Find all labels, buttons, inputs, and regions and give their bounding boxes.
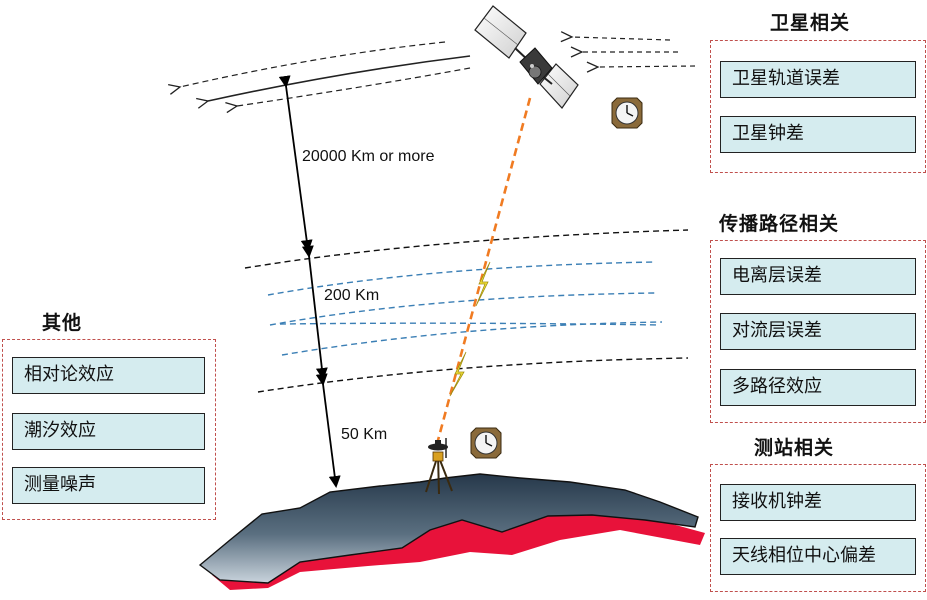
station-error-group: 接收机钟差 天线相位中心偏差	[710, 464, 926, 592]
ionosphere-line-4	[281, 321, 663, 356]
station-error-item: 接收机钟差	[720, 484, 916, 521]
ionosphere-line-3	[279, 322, 661, 326]
propagation-group-title: 传播路径相关	[719, 213, 840, 235]
satellite-error-group: 卫星轨道误差 卫星钟差	[710, 40, 926, 173]
other-error-item: 相对论效应	[12, 357, 205, 394]
other-error-item: 测量噪声	[12, 467, 205, 504]
orbit-arcs	[168, 41, 471, 114]
troposphere-boundary	[257, 357, 689, 393]
receiver-icon	[425, 438, 453, 495]
propagation-error-group: 电离层误差 对流层误差 多路径效应	[710, 240, 926, 423]
propagation-error-item: 对流层误差	[720, 313, 916, 350]
orbit-arc-upper	[168, 41, 446, 95]
terrain	[198, 473, 705, 590]
lightning-icon	[449, 351, 467, 397]
satellite-error-item: 卫星钟差	[720, 116, 916, 153]
propagation-error-item: 电离层误差	[720, 258, 916, 295]
other-error-item: 潮汐效应	[12, 413, 205, 450]
satellite-icon	[474, 5, 579, 109]
incoming-arrows	[560, 31, 696, 73]
satellite-group-title: 卫星相关	[770, 12, 851, 34]
orbit-distance-label: 20000 Km or more	[302, 148, 435, 165]
ionosphere-distance-arrow	[301, 245, 328, 380]
orbit-arc-lower	[225, 67, 471, 114]
station-error-item: 天线相位中心偏差	[720, 538, 916, 575]
signal-path	[435, 97, 532, 445]
clock-icon	[611, 97, 643, 129]
station-group-title: 测站相关	[754, 437, 835, 459]
atmosphere-layers	[244, 229, 689, 393]
propagation-error-item: 多路径效应	[720, 369, 916, 406]
ionosphere-distance-label: 200 Km	[324, 287, 380, 304]
ionosphere-top-boundary	[244, 229, 689, 269]
troposphere-distance-label: 50 Km	[341, 426, 388, 443]
orbit-arc-main	[196, 55, 471, 109]
terrain-surface	[198, 473, 699, 584]
other-error-group: 相对论效应 潮汐效应 测量噪声	[2, 339, 216, 520]
other-group-title: 其他	[42, 312, 83, 334]
lightning-icon	[475, 261, 491, 307]
satellite-error-item: 卫星轨道误差	[720, 61, 916, 98]
orbit-distance-arrow	[278, 75, 313, 252]
clock-icon	[470, 427, 502, 459]
troposphere-distance-arrow	[315, 373, 341, 488]
distance-arrows	[278, 75, 341, 488]
